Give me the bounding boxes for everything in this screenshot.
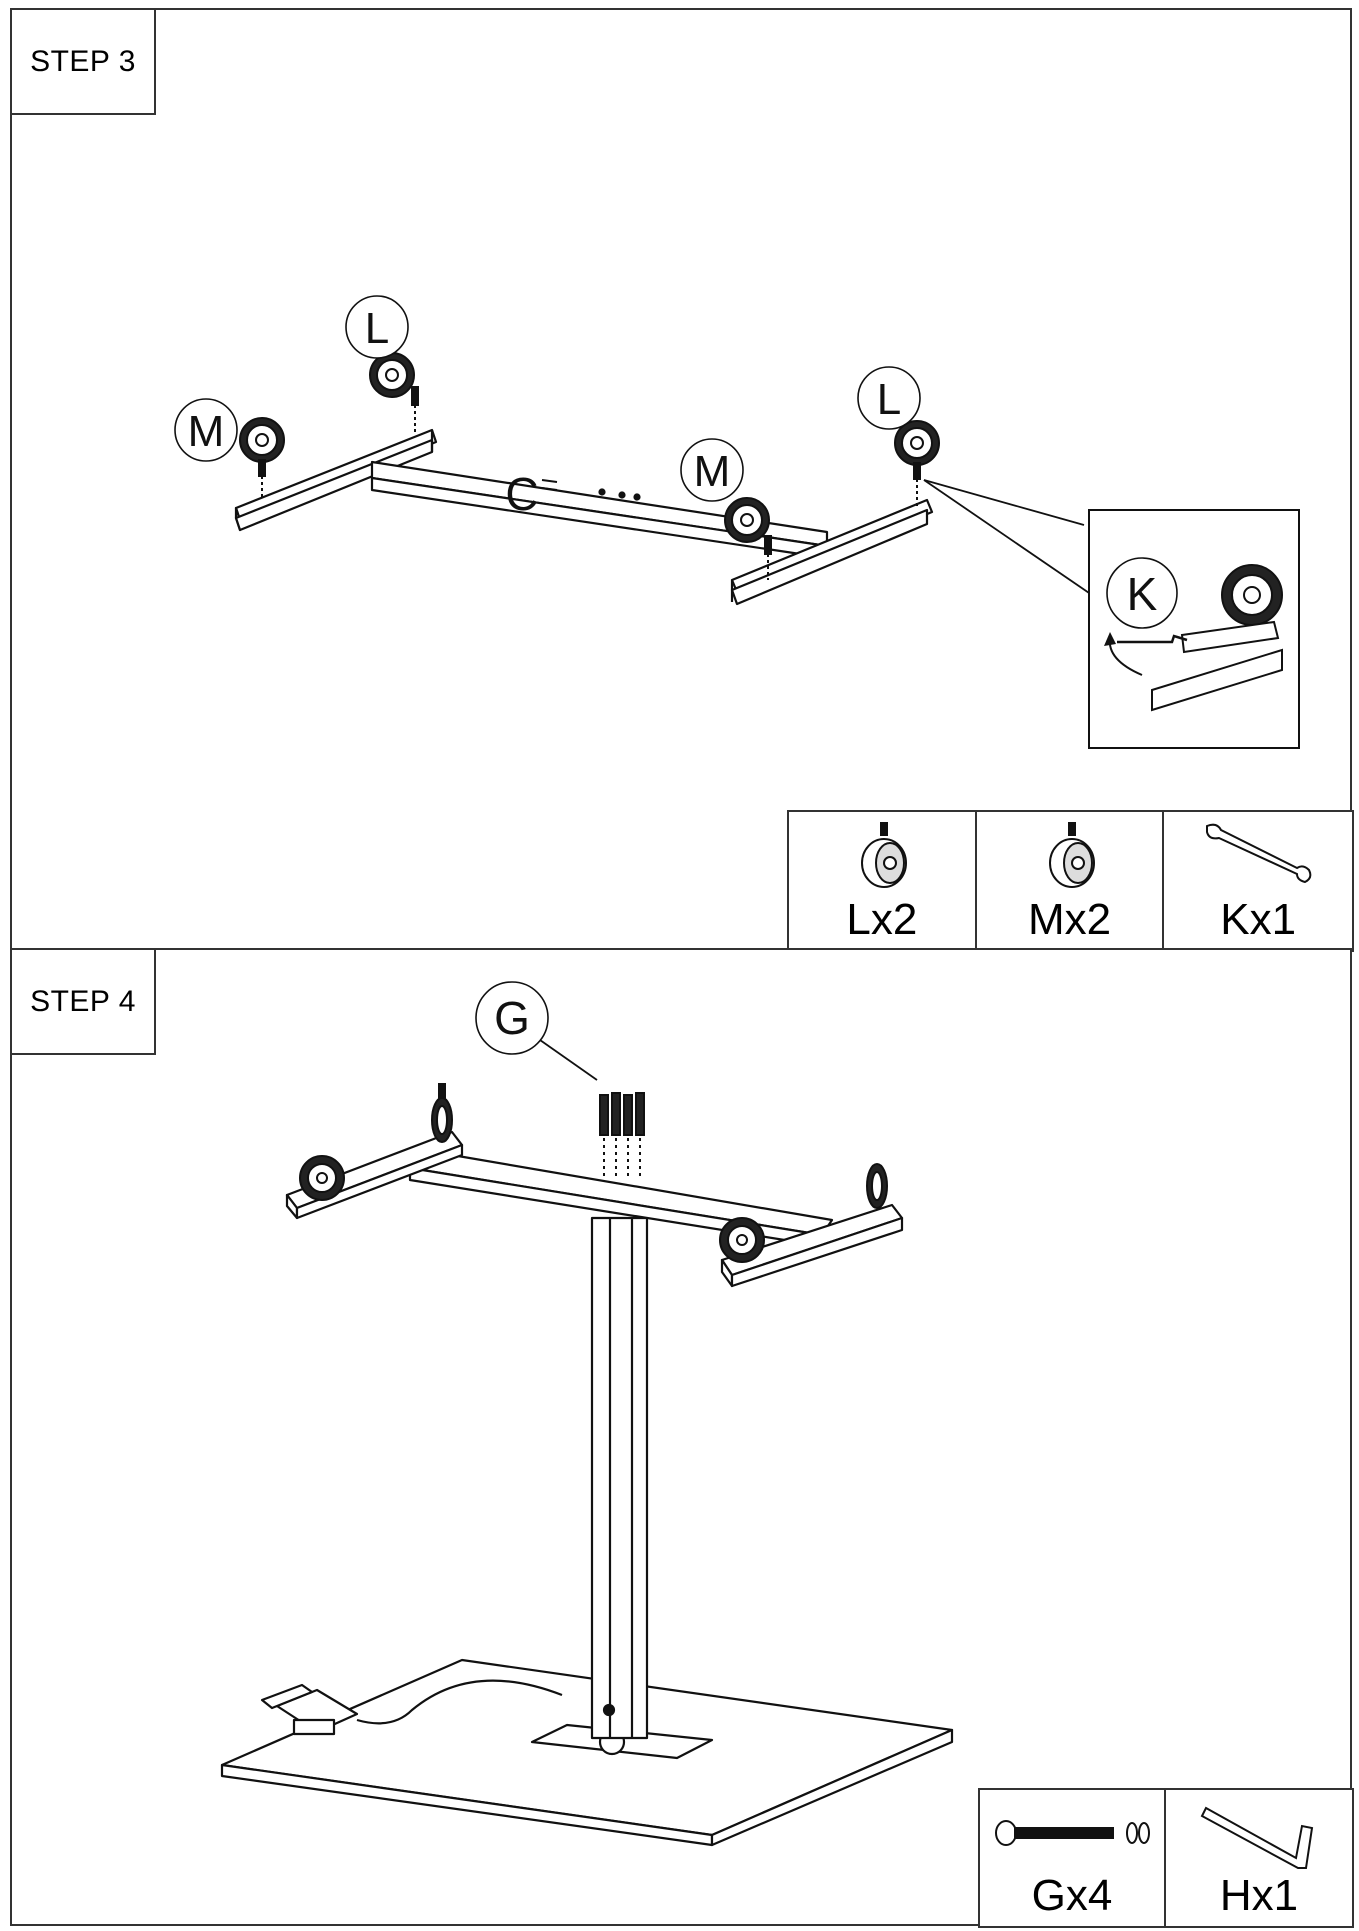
part-g: Gx4 <box>980 1790 1167 1926</box>
callout-l-left <box>345 295 409 359</box>
callout-m-right <box>680 438 744 502</box>
callout-g <box>475 981 549 1055</box>
caster-drawings <box>239 352 940 580</box>
step3-panel: STEP 3 <box>10 8 1354 952</box>
part-m-qty: Mx2 <box>1027 895 1112 944</box>
step4-parts-box: Gx4 Hx1 <box>978 1788 1354 1928</box>
callout-m-right-text: M <box>694 447 731 496</box>
part-h: Hx1 <box>1166 1790 1352 1926</box>
hex-key-icon <box>1200 1806 1314 1869</box>
callout-c-text: C <box>505 468 538 520</box>
callout-k-text: K <box>1127 568 1158 620</box>
wrench-icon <box>1206 823 1312 884</box>
part-k-qty: Kx1 <box>1220 895 1297 944</box>
step4-label: STEP 4 <box>12 950 156 1055</box>
part-k: Kx1 <box>1164 812 1352 950</box>
step3-drawing: L M M L C K <box>174 295 1300 749</box>
part-m: Mx2 <box>977 812 1165 950</box>
callout-l-left-text: L <box>365 304 389 353</box>
step3-label: STEP 3 <box>12 10 156 115</box>
callout-m-left <box>174 398 238 462</box>
callout-k <box>1106 557 1178 629</box>
step4-drawing: G <box>220 981 954 1847</box>
callout-l-right-text: L <box>877 375 901 424</box>
callout-l-right <box>857 366 921 430</box>
part-l: Lx2 <box>789 812 977 950</box>
callout-g-text: G <box>494 992 530 1044</box>
caster-wheel-brake-icon <box>861 822 907 888</box>
caster-wheel-icon <box>1048 822 1095 888</box>
step4-panel: STEP 4 <box>10 948 1354 1928</box>
part-h-qty: Hx1 <box>1219 1871 1299 1920</box>
bolt-washer-icon <box>995 1820 1150 1846</box>
part-l-qty: Lx2 <box>846 895 918 944</box>
step3-parts-box: Lx2 Mx2 Kx1 <box>787 810 1354 952</box>
callout-m-left-text: M <box>188 407 225 456</box>
part-g-qty: Gx4 <box>1031 1871 1113 1920</box>
